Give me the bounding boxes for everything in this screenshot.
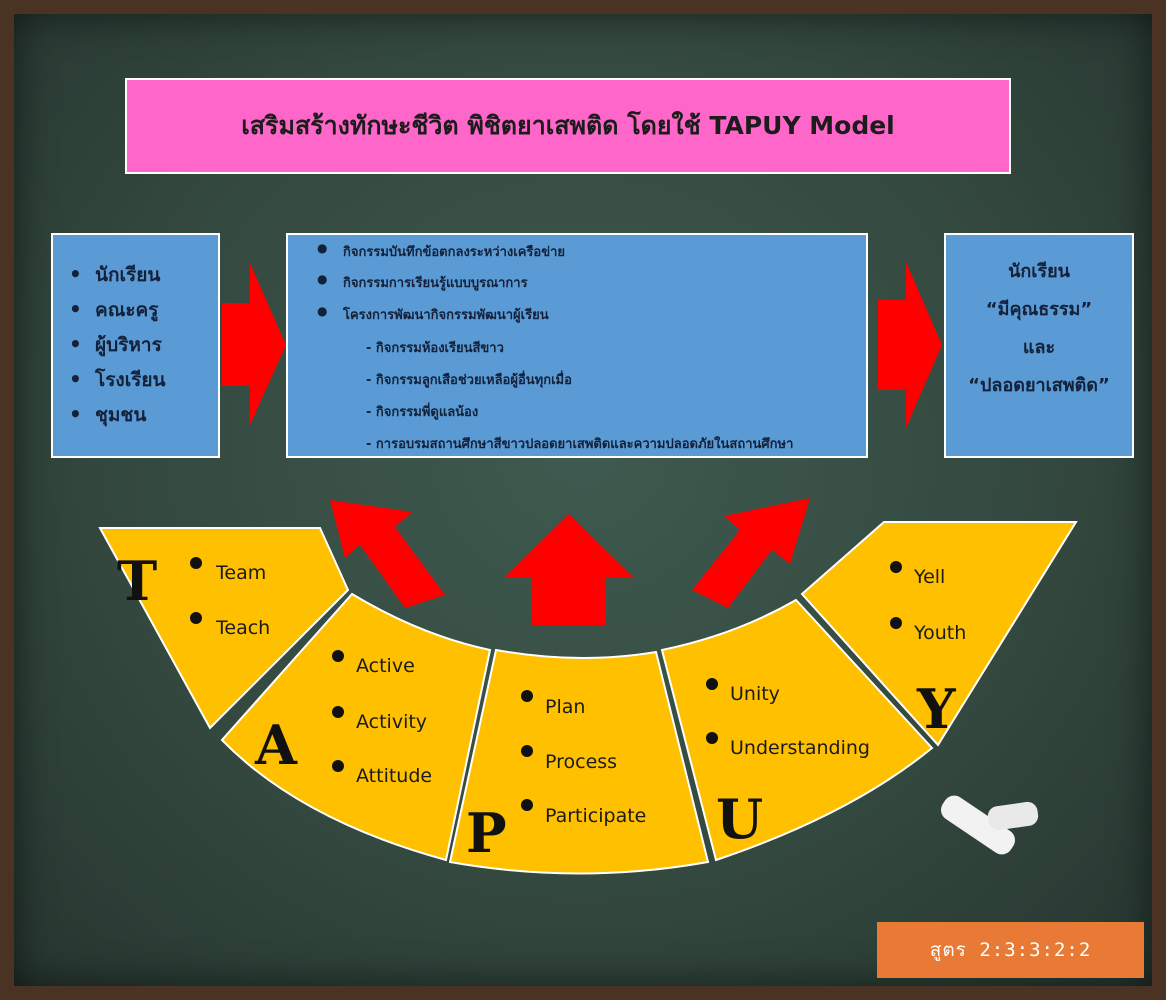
input-item: ชุมชน xyxy=(69,397,218,432)
segment-t xyxy=(98,527,350,730)
activity-box: กิจกรรมบันทึกข้อตกลงระหว่างเครือข่าย กิจ… xyxy=(286,233,868,458)
bullet-icon xyxy=(890,561,902,573)
segment-y xyxy=(800,521,1078,747)
segment-item: Participate xyxy=(545,805,646,827)
letter-t: T xyxy=(117,549,157,613)
segment-item: Plan xyxy=(545,696,585,718)
bullet-icon xyxy=(521,745,533,757)
segment-u xyxy=(660,598,934,862)
sub-activity-item: - กิจกรรมห้องเรียนสีขาว xyxy=(366,341,504,356)
segment-item: Unity xyxy=(730,683,780,705)
segment-item: Understanding xyxy=(730,737,870,759)
input-item: นักเรียน xyxy=(69,257,218,292)
bullet-icon xyxy=(332,706,344,718)
outcome-line: “ปลอดยาเสพติด” xyxy=(968,375,1110,396)
up-arrow-center xyxy=(504,514,634,625)
sub-activity-item: - กิจกรรมพี่ดูแลน้อง xyxy=(366,405,479,420)
outcome-line: นักเรียน xyxy=(1008,261,1070,282)
segment-item: Youth xyxy=(913,622,966,644)
activity-item: กิจกรรมการเรียนรู้แบบบูรณาการ xyxy=(317,272,528,293)
letter-u: U xyxy=(716,787,763,851)
letter-p: P xyxy=(466,801,507,865)
segment-item: Yell xyxy=(913,566,945,588)
letter-a: A xyxy=(254,713,298,777)
formula-badge: สูตร 2:3:3:2:2 xyxy=(877,922,1144,978)
bullet-icon xyxy=(706,678,718,690)
input-list: นักเรียน คณะครู ผู้บริหาร โรงเรียน ชุมชน xyxy=(53,235,218,432)
bullet-icon xyxy=(521,799,533,811)
sub-activity-item: - การอบรมสถานศึกษาสีขาวปลอดยาเสพติดและคว… xyxy=(366,437,794,452)
letter-y: Y xyxy=(916,677,957,741)
bullet-icon xyxy=(706,732,718,744)
up-arrow-left xyxy=(330,500,445,608)
input-item: คณะครู xyxy=(69,292,218,327)
outcome-line: “มีคุณธรรม” xyxy=(985,299,1093,320)
page-title: เสริมสร้างทักษะชีวิต พิชิตยาเสพติด โดยใช… xyxy=(125,78,1011,174)
right-arrow-2 xyxy=(878,262,942,428)
bullet-icon xyxy=(332,650,344,662)
segment-item: Attitude xyxy=(356,765,432,787)
input-box: นักเรียน คณะครู ผู้บริหาร โรงเรียน ชุมชน xyxy=(51,233,220,458)
segment-item: Process xyxy=(545,751,617,773)
segment-item: Teach xyxy=(215,617,270,639)
sub-activity-item: - กิจกรรมลูกเสือช่วยเหลือผู้อื่นทุกเมื่อ xyxy=(366,373,572,388)
outcome-line: และ xyxy=(1022,337,1056,358)
bullet-icon xyxy=(521,690,533,702)
segment-item: Team xyxy=(215,562,266,584)
outcome-box: นักเรียน “มีคุณธรรม” และ “ปลอดยาเสพติด” xyxy=(944,233,1134,458)
segment-item: Activity xyxy=(356,711,427,733)
bullet-icon xyxy=(190,557,202,569)
input-item: โรงเรียน xyxy=(69,362,218,397)
input-item: ผู้บริหาร xyxy=(69,327,218,362)
up-arrow-right xyxy=(692,498,810,608)
chalk-icon xyxy=(941,795,1039,855)
bullet-icon xyxy=(890,617,902,629)
bullet-icon xyxy=(332,760,344,772)
segment-a xyxy=(220,592,492,862)
segment-p xyxy=(448,648,710,875)
bullet-icon xyxy=(190,612,202,624)
activity-item: กิจกรรมบันทึกข้อตกลงระหว่างเครือข่าย xyxy=(317,241,565,262)
activity-item: โครงการพัฒนากิจกรรมพัฒนาผู้เรียน xyxy=(317,304,549,325)
right-arrow-1 xyxy=(222,263,286,425)
segment-item: Active xyxy=(356,655,415,677)
